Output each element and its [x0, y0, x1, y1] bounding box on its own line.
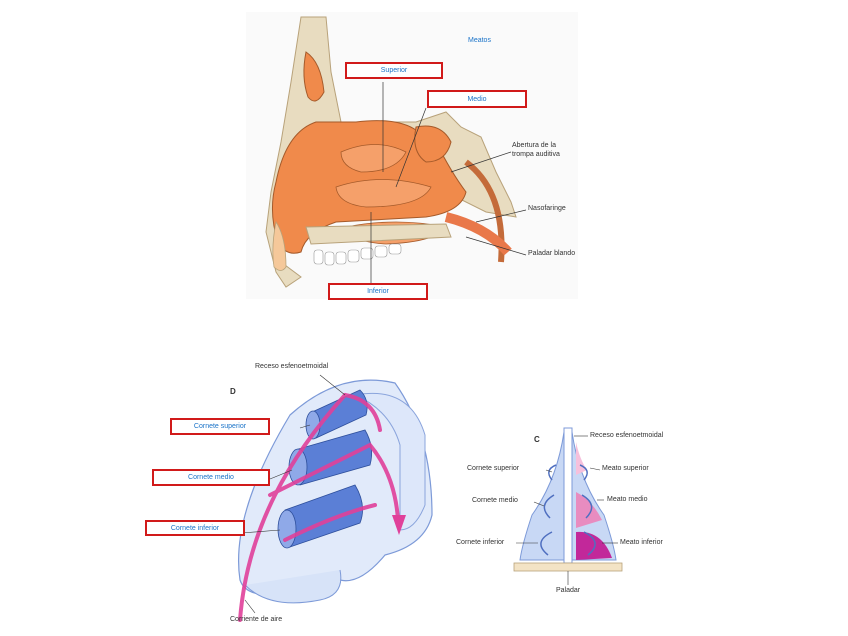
figure-d-receso-label: Receso esfenoetmoidal — [255, 363, 329, 370]
meato-medio-box-text: Medio — [467, 95, 487, 103]
figure-c-cornete-medio-label: Cornete medio — [472, 497, 518, 504]
cornete-medio-box: Cornete medio — [152, 469, 270, 486]
airflow-arrowhead-icon — [392, 515, 406, 535]
figure-c-receso-label: Receso esfenoetmoidal — [590, 432, 664, 439]
sagittal-nasal-figure: Meatos Abertura de la trompa auditiva Na… — [246, 12, 578, 299]
nasofaringe-label: Nasofaringe — [528, 205, 566, 212]
abertura-label-line1: Abertura de la — [512, 142, 556, 149]
sagittal-illustration — [265, 16, 527, 288]
figure-c-letter: C — [534, 435, 540, 444]
figure-c-paladar-label: Paladar — [556, 587, 581, 594]
meato-inferior-box-text: Inferior — [367, 288, 389, 295]
cornete-superior-box-text: Cornete superior — [193, 423, 247, 430]
figure-c-meato-medio-label: Meato medio — [607, 496, 648, 503]
figure-c-meato-superior-label: Meato superior — [602, 465, 649, 472]
meato-inferior-highlight — [576, 531, 612, 560]
meato-superior-box: Superior — [345, 62, 443, 79]
abertura-label-line2: trompa auditiva — [512, 151, 560, 158]
cornete-superior-box: Cornete superior — [170, 418, 270, 435]
meato-superior-box-text: Superior — [380, 67, 408, 74]
meato-medio-box: Medio — [427, 90, 527, 108]
figure-c-cornete-superior-label: Cornete superior — [467, 465, 520, 472]
meato-inferior-box: Inferior — [328, 283, 428, 300]
figure-c-meato-inferior-label: Meato inferior — [620, 539, 663, 546]
paladar-blando-label: Paladar blando — [528, 250, 576, 257]
airflow-arrows — [238, 393, 400, 622]
figure-c-cornete-inferior-label: Cornete inferior — [456, 539, 505, 546]
figure-c-illustration — [513, 427, 623, 585]
cornete-medio-box-text: Cornete medio — [188, 474, 234, 481]
figure-d: D Receso esfenoetmoidal Corriente de air… — [170, 355, 438, 631]
figure-d-corriente-label: Corriente de aire — [230, 616, 283, 623]
figure-d-illustration — [237, 374, 433, 622]
cornete-inferior-box-text: Cornete inferior — [170, 524, 220, 532]
figure-d-letter: D — [230, 387, 236, 396]
meatos-title: Meatos — [468, 37, 491, 44]
cornete-inferior-box: Cornete inferior — [145, 520, 245, 536]
figure-c: C Receso esfenoetmoidal Cornete superior… — [452, 420, 684, 632]
